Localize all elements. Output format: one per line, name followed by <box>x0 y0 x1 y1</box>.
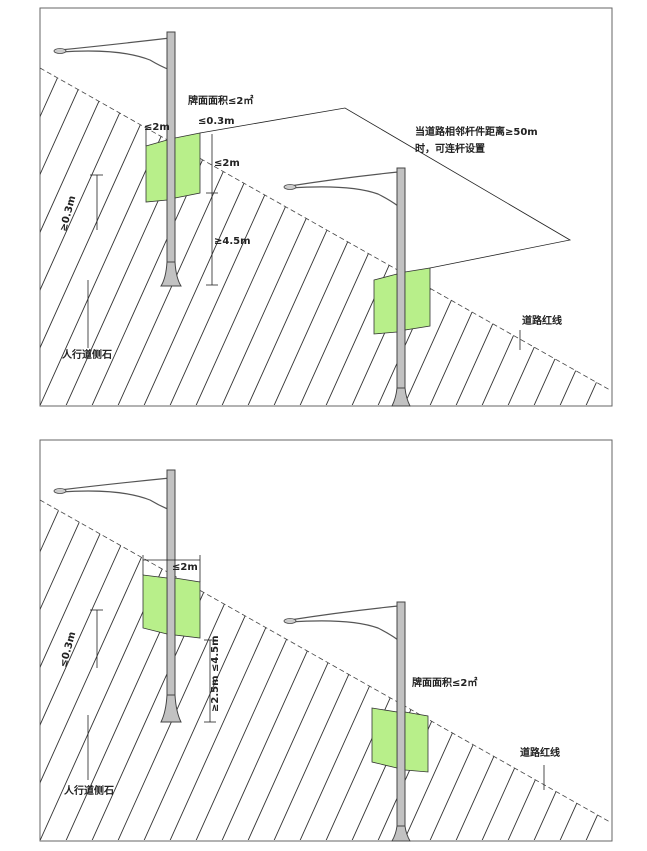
hatch-line <box>40 500 94 840</box>
hatch-line <box>636 60 647 410</box>
top-spacing-note-line2: 时，可连杆设置 <box>415 142 485 155</box>
top-spacing-note-line1: 当道路相邻杆件距离≥50m <box>415 125 538 138</box>
top-sign-width-label: ≤2m <box>144 122 170 133</box>
top-clearance-label: ≥4.5m <box>214 236 251 247</box>
hatch-line <box>0 60 14 410</box>
top-sign-area-label: 牌面面积≤2㎡ <box>188 94 253 107</box>
top-sign-height-label: ≤2m <box>214 158 240 169</box>
hatch-line <box>0 492 15 845</box>
hatch-line <box>0 60 40 410</box>
hatch-line <box>609 500 610 840</box>
bottom-sign-right <box>371 707 429 773</box>
bottom-red-line-edge <box>39 499 611 823</box>
top-red-line-label: 道路红线 <box>522 314 562 327</box>
top-connect-line <box>199 107 572 269</box>
top-sign-left <box>145 132 201 203</box>
bottom-red-line-label: 道路红线 <box>520 746 560 759</box>
bottom-sign-left <box>142 574 201 639</box>
hatch-line <box>40 68 92 405</box>
top-frame <box>39 7 613 407</box>
top-panel: 牌面面积≤2㎡ ≤2m ≤0.3m ≤2m ≥4.5m ≥0.3m 当道路相邻杆… <box>0 7 647 410</box>
top-sign-right <box>373 267 431 335</box>
bottom-frame <box>39 439 613 842</box>
hatch-line <box>40 68 118 405</box>
bottom-sign-width-label: ≤2m <box>172 562 198 573</box>
hatch-line <box>40 68 144 405</box>
bottom-curb-label: 人行道侧石 <box>64 784 114 797</box>
hatch-line <box>40 500 42 840</box>
top-curb-label: 人行道侧石 <box>62 348 112 361</box>
bottom-panel: ≤2m ≥2.5m ≤4.5m ≤0.3m 牌面面积≤2㎡ 道路红线 人行道侧石 <box>0 439 647 845</box>
bottom-sign-area-label: 牌面面积≤2㎡ <box>412 676 477 689</box>
hatch-line <box>609 68 610 405</box>
hatch-line <box>636 492 647 845</box>
bottom-clearance-label: ≥2.5m ≤4.5m <box>210 635 221 712</box>
hatch-line <box>40 500 146 840</box>
hatch-line <box>40 500 120 840</box>
top-red-line-edge <box>39 67 611 391</box>
hatch-line <box>40 500 68 840</box>
top-sign-offset-label: ≤0.3m <box>198 116 235 127</box>
